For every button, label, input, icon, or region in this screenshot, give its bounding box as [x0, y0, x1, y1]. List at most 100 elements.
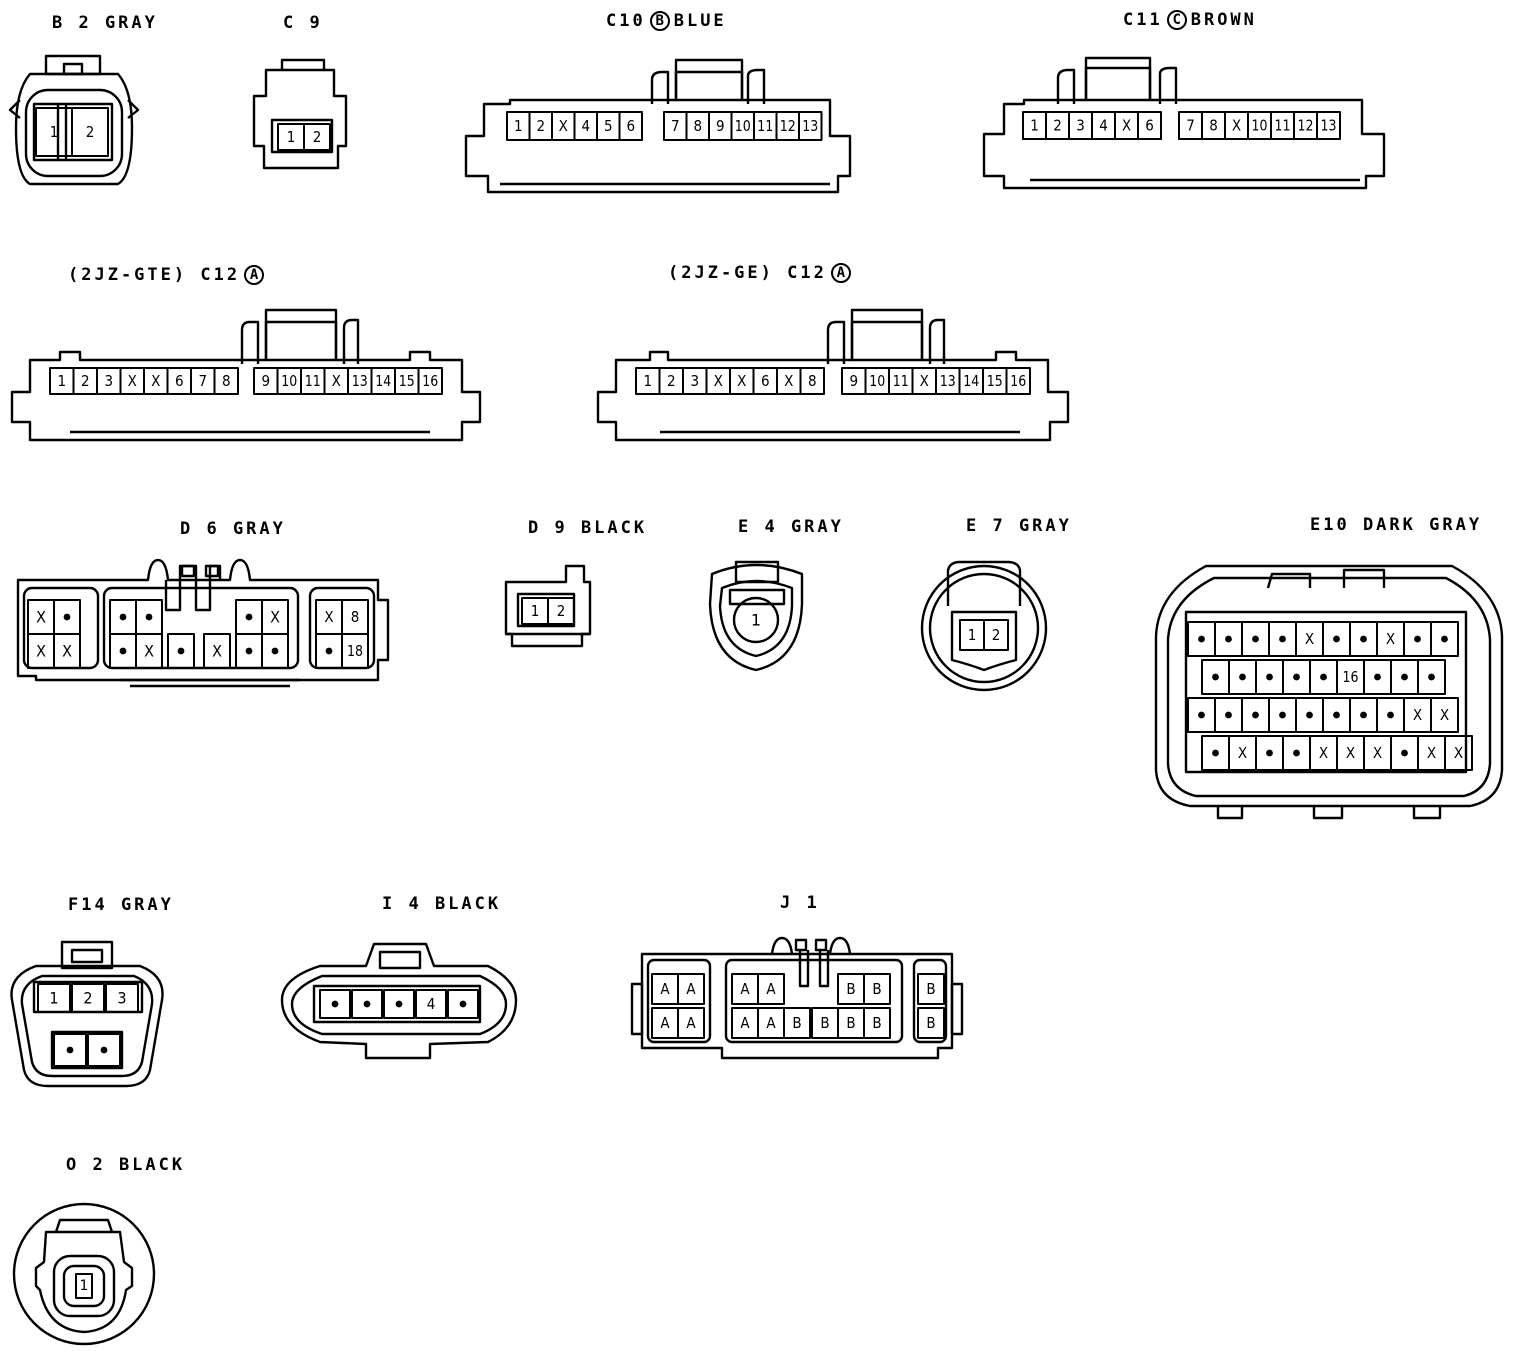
o2-pin-0-label: 1: [80, 1278, 89, 1294]
i4-pin-4-dot: [459, 1000, 467, 1008]
j1-left-pin-1-cell: [677, 973, 705, 1005]
c12gte-pin-4-label: X: [151, 372, 160, 390]
c11-pin-0-label: 1: [1030, 117, 1039, 135]
e10-row1-pin-7-dot: [1401, 673, 1408, 681]
label-c12-ge-prefix: (2JZ-GE) C12: [668, 263, 827, 283]
label-e10: E10 DARK GRAY: [1310, 515, 1483, 535]
d9-pin-1-cell: [547, 597, 575, 625]
e7-pin-1-cell: [983, 619, 1009, 651]
j1-left-pin-3-label: A: [686, 1014, 696, 1032]
c11-pin-6-label: 7: [1186, 117, 1195, 135]
j1-left-pin-3-cell: [677, 1007, 705, 1039]
c10-pin-11-label: 12: [780, 117, 796, 135]
c11-pin-12-label: 13: [1321, 117, 1337, 135]
d6-left-pin-3-cell: [53, 633, 81, 669]
label-d9: D 9 BLACK: [528, 518, 648, 538]
c12ge-pin-3-label: X: [714, 372, 723, 390]
b2-pin-0-label: 1: [50, 123, 59, 141]
c12gte-pin-1-label: 2: [81, 372, 90, 390]
d6-right-pin-0-label: X: [324, 608, 333, 626]
f14-bottom-pin-1-dot: [100, 1046, 108, 1054]
c11-pin-7-label: 8: [1209, 117, 1218, 135]
e10-row2-pin-4-dot: [1306, 711, 1313, 719]
d6-right-pin-3-label: 18: [347, 642, 363, 660]
d6-mid-pin-9-dot: [271, 647, 279, 655]
e10-row2-pin-9-cell: [1430, 697, 1459, 733]
d6-left-pin-0-label: X: [36, 608, 46, 627]
e10-row1-pin-3-dot: [1293, 673, 1300, 681]
e10-row1-pin-4-dot: [1320, 673, 1327, 681]
d6-mid-pin-9-cell: [261, 633, 289, 669]
e10-row0-pin-9-dot: [1441, 635, 1448, 643]
c10-pin-7-label: 8: [693, 117, 702, 135]
e10-row1-pin-8-cell: [1417, 659, 1446, 695]
i4-pin-0-cell: [319, 989, 351, 1019]
i4-pin-3-cell: [415, 989, 447, 1019]
c12gte-pin-13-label: 14: [375, 372, 391, 390]
c12ge-pin-13-label: 14: [963, 372, 979, 390]
f14-bottom-pin-0-cell: [53, 1033, 87, 1067]
label-c12-gte-prefix: (2JZ-GTE) C12: [68, 265, 241, 285]
d6-mid-pin-7-cell: [203, 633, 231, 669]
d6-mid-pin-1-dot: [145, 613, 153, 621]
e10-row3-pin-8-label: X: [1427, 744, 1436, 762]
c10-pin-5-cell: [618, 111, 643, 141]
e10-row2-pin-5-dot: [1333, 711, 1340, 719]
e10-row1-pin-6-dot: [1374, 673, 1381, 681]
j1-mid-pin-7-label: B: [820, 1014, 829, 1032]
label-c12-gte-mark: A: [244, 265, 265, 285]
e10-row3-pin-7-dot: [1401, 749, 1408, 757]
c10-pin-6-label: 7: [671, 117, 680, 135]
label-c12-ge-mark: A: [830, 263, 851, 283]
c12gte-pin-3-label: X: [128, 372, 137, 390]
c10-pin-0-label: 1: [514, 117, 523, 135]
j1-left-pin-1-label: A: [686, 980, 696, 998]
e10-row0-pin-4-label: X: [1305, 630, 1314, 648]
j1-mid-pin-2-label: B: [846, 980, 855, 998]
c12ge-pin-15-cell: [1005, 367, 1031, 395]
j1-mid-pin-6-label: B: [792, 1014, 801, 1032]
c12gte-pin-5-label: 6: [175, 372, 184, 390]
e10-row0-pin-9-cell: [1430, 621, 1459, 657]
b2-pin-1-cell: [71, 107, 109, 157]
j1-mid-pin-1-label: A: [766, 980, 776, 998]
e10-row0-pin-8-dot: [1414, 635, 1421, 643]
j1-left-pin-0-label: A: [660, 980, 670, 998]
f14-top-pin-0-label: 1: [49, 989, 58, 1008]
c11-pin-12-cell: [1316, 111, 1341, 140]
e10-row2-pin-2-dot: [1252, 711, 1259, 719]
c12gte-pin-8-label: 9: [261, 372, 270, 390]
d6-right-pin-1-label: 8: [351, 608, 360, 626]
d6-mid-pin-5-label: X: [144, 642, 154, 661]
c12ge-pin-1-label: 2: [667, 372, 676, 390]
f14-top-pin-1-label: 2: [83, 989, 92, 1008]
c10-pin-10-label: 11: [757, 117, 773, 135]
j1-mid-pin-4-label: A: [740, 1014, 750, 1032]
connector-e4: 1: [708, 560, 804, 672]
c12gte-pin-2-label: 3: [104, 372, 113, 390]
c11-pin-9-label: 10: [1252, 117, 1268, 135]
i4-pin-4-cell: [447, 989, 479, 1019]
e10-row2-pin-1-dot: [1225, 711, 1232, 719]
j1-right-pin-1-cell: [917, 1007, 945, 1039]
d9-pin-0-label: 1: [531, 602, 540, 620]
label-e4: E 4 GRAY: [738, 517, 844, 537]
i4-pin-2-cell: [383, 989, 415, 1019]
d6-mid-pin-0-dot: [119, 613, 127, 621]
d6-mid-pin-4-dot: [119, 647, 127, 655]
d6-mid-pin-2-dot: [245, 613, 253, 621]
c11-pin-2-label: 3: [1076, 117, 1085, 135]
c10-pin-1-label: 2: [536, 117, 545, 135]
c12ge-pin-12-label: 13: [940, 372, 956, 390]
j1-mid-pin-5-label: A: [766, 1014, 776, 1032]
